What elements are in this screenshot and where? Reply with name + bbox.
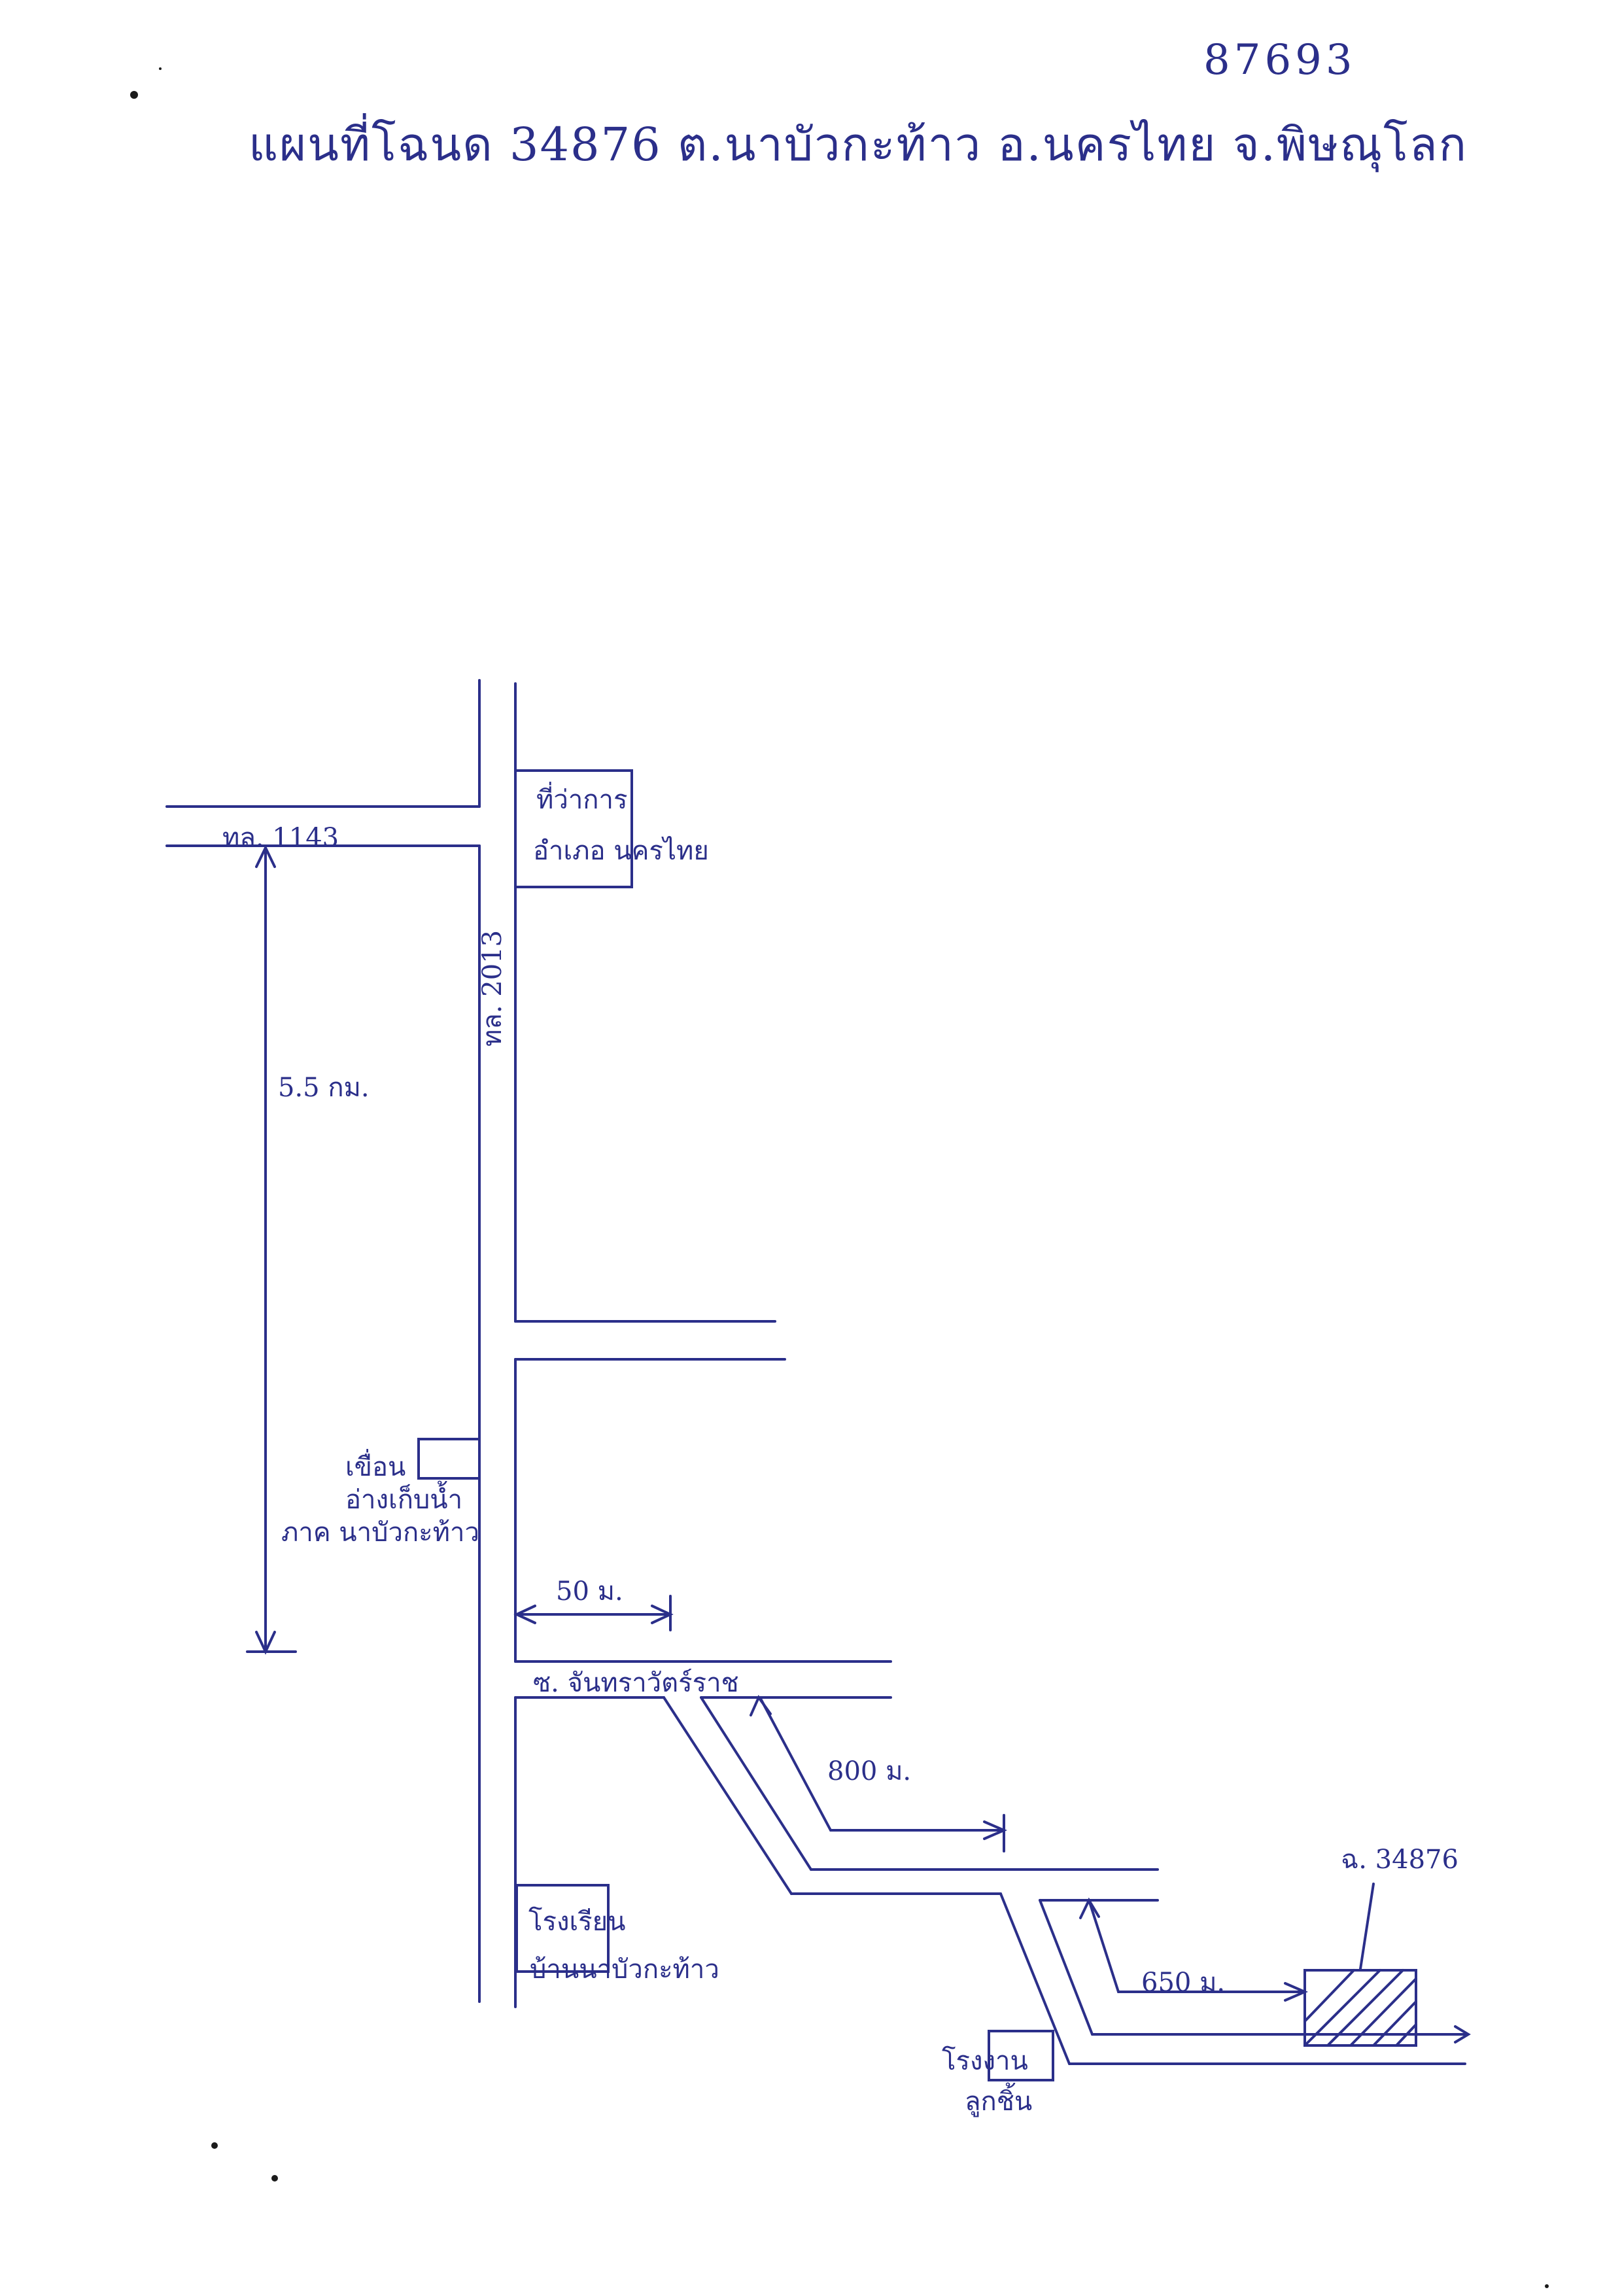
document-title: แผนที่โฉนด 34876 ต.นาบัวกะท้าว อ.นครไทย …	[249, 118, 1468, 171]
east-branch-road	[514, 1320, 786, 1361]
distance-arrow-mid	[750, 1695, 1008, 1852]
factory-label-2: ลูกชิ้น	[965, 2087, 1033, 2117]
parcel-label: ฉ. 34876	[1341, 1845, 1458, 1875]
road-1143-label: ทล. 1143	[222, 823, 339, 853]
reservoir-label-3: ภาค นาบัวกะท้าว	[281, 1518, 479, 1548]
scan-specks	[130, 67, 1549, 2288]
side-road	[514, 1660, 892, 1699]
reservoir-label-2: อ่างเก็บน้ำ	[345, 1485, 463, 1515]
school-box	[515, 1884, 610, 1973]
district-office-label-1: ที่ว่าการ	[536, 785, 628, 815]
school-label-1: โรงเรียน	[528, 1907, 626, 1937]
distance-arrow-main	[246, 844, 297, 1655]
road-2013-label: ทล. 2013	[477, 930, 508, 1047]
road-2013	[478, 679, 517, 2008]
lower-road	[999, 1892, 1466, 2065]
distance-main-label: 5.5 กม.	[278, 1073, 370, 1103]
document-number: 87693	[1203, 36, 1356, 84]
distance-last-label: 650 ม.	[1141, 1968, 1226, 1998]
distance-short-label: 50 ม.	[556, 1576, 623, 1607]
distance-arrow-short	[513, 1595, 674, 1631]
parcel-34876	[1303, 1883, 1417, 2047]
district-office-label-2: อำเภอ นครไทย	[533, 836, 709, 866]
distance-mid-label: 800 ม.	[827, 1756, 912, 1786]
school-label-2: บ้านนาบัวกะท้าว	[530, 1955, 719, 1985]
reservoir-label-1: เขื่อน	[345, 1452, 406, 1482]
factory-label-1: โรงงาน	[942, 2046, 1028, 2076]
road-1143	[165, 805, 481, 847]
side-road-label: ซ. จันทราวัตร์ราช	[533, 1668, 739, 1698]
reservoir-box	[417, 1438, 481, 1480]
factory-box	[988, 2030, 1054, 2081]
diagonal-road	[663, 1696, 1159, 1902]
district-office-box	[514, 769, 633, 888]
lower-road-arrow	[1454, 2025, 1471, 2044]
